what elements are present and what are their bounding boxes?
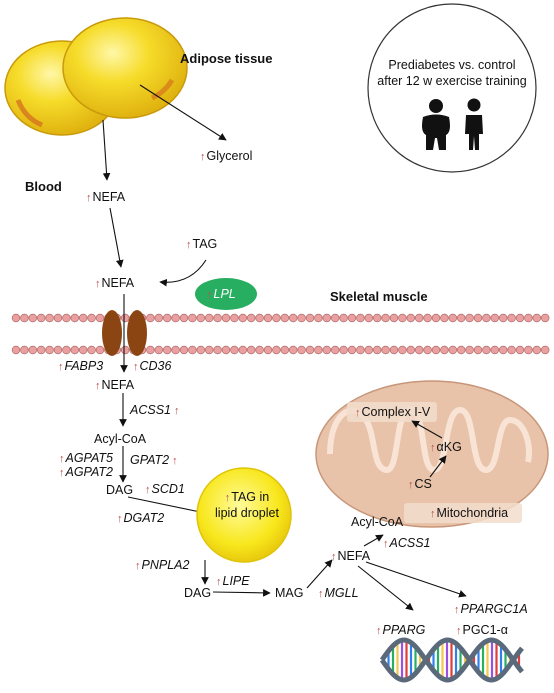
dag-bottom-label: DAG <box>184 586 212 600</box>
agpat2-label: ↑AGPAT2 <box>59 465 113 479</box>
tag-droplet-label: ↑TAG in lipid droplet <box>215 490 279 520</box>
obese-person-icon <box>422 99 450 150</box>
legend-line-1: Prediabetes vs. control <box>388 58 516 72</box>
lpl-label: ↑LPL <box>207 287 236 301</box>
ppargc1a-label: ↑PPARGC1A <box>454 602 528 616</box>
mitochondria-organelle <box>315 380 549 528</box>
dna-helix <box>379 637 524 683</box>
nefa-bottom-label: ↑NEFA <box>331 549 371 563</box>
adipose-cells <box>4 17 188 136</box>
scd1-label: ↑SCD1 <box>145 482 185 496</box>
lean-person-icon <box>465 98 483 150</box>
cell-membrane <box>11 313 554 358</box>
acyl-coa-bottom-label: Acyl-CoA <box>351 515 404 529</box>
agpat5-label: ↑AGPAT5 <box>59 451 113 465</box>
lpl-enzyme <box>195 278 257 310</box>
dag-top-label: DAG <box>106 483 134 497</box>
cs-label: ↑CS <box>408 477 432 491</box>
legend-text: Prediabetes vs. control after 12 w exerc… <box>372 57 532 89</box>
pgc1a-label: ↑PGC1-α <box>456 623 508 637</box>
acss1-top-label: ACSS1↑ <box>130 403 180 417</box>
nefa-membrane-label: ↑NEFA <box>95 276 135 290</box>
cd36-label: ↑CD36 <box>133 359 172 373</box>
akg-label: ↑αKG <box>430 440 462 454</box>
lipid-droplet <box>196 467 292 563</box>
pparg-label: ↑PPARG <box>376 623 426 637</box>
fabp3-label: ↑FABP3 <box>58 359 104 373</box>
acss1-bottom-label: ↑ACSS1 <box>383 536 431 550</box>
mitochondria-label: ↑Mitochondria <box>430 506 509 520</box>
gpat2-label: GPAT2↑ <box>130 453 178 467</box>
mgll-label: ↑MGLL <box>318 586 359 600</box>
legend-line-2: after 12 w exercise training <box>377 74 527 88</box>
acyl-coa-top-label: Acyl-CoA <box>94 432 147 446</box>
glycerol-label: ↑Glycerol <box>200 149 253 163</box>
legend-circle <box>367 3 537 173</box>
complex-label: ↑Complex I-V <box>355 405 431 419</box>
tag-blood-label: ↑TAG <box>186 237 218 251</box>
fabp3-transporter <box>102 310 122 356</box>
adipose-tissue-label: Adipose tissue <box>180 51 273 66</box>
cd36-transporter <box>127 310 147 356</box>
nefa-blood-label: ↑NEFA <box>86 190 126 204</box>
skeletal-muscle-label: Skeletal muscle <box>330 289 428 304</box>
nefa-cell-label: ↑NEFA <box>95 378 135 392</box>
dgat2-label: ↑DGAT2 <box>117 511 165 525</box>
blood-label: Blood <box>25 179 62 194</box>
pnpla2-label: ↑PNPLA2 <box>135 558 190 572</box>
mag-label: MAG <box>275 586 304 600</box>
lipe-label: ↑LIPE <box>216 574 250 588</box>
